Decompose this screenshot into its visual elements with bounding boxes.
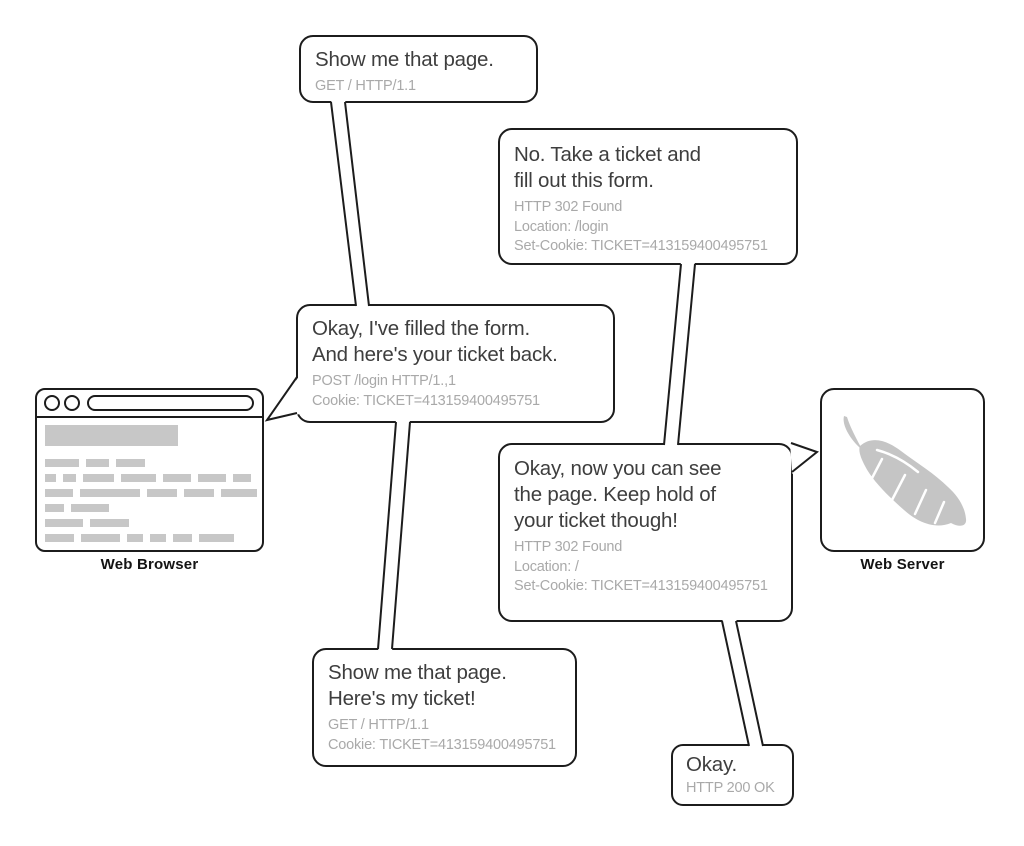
http-code-line: Cookie: TICKET=413159400495751 — [312, 392, 540, 409]
main-text-line: And here's your ticket back. — [312, 343, 558, 366]
server-box — [820, 388, 985, 552]
speech-bubble-redirect-login: No. Take a ticket and fill out this form… — [498, 128, 798, 265]
http-code-line: HTTP 302 Found — [514, 199, 623, 215]
http-code-line: Set-Cookie: TICKET=413159400495751 — [514, 578, 768, 594]
http-code-line: Cookie: TICKET=413159400495751 — [328, 736, 556, 753]
http-code-line: GET / HTTP/1.1 — [328, 717, 429, 733]
http-code-line: HTTP 200 OK — [686, 780, 775, 796]
browser-titlebar — [37, 390, 262, 418]
http-code-line: HTTP 302 Found — [514, 539, 623, 555]
main-text-line: fill out this form. — [514, 169, 654, 192]
speech-bubble-initial-get: Show me that page. GET / HTTP/1.1 — [299, 35, 538, 103]
main-text-line: Show me that page. — [328, 661, 507, 684]
browser-button-icon — [64, 395, 80, 411]
speech-bubble-post-form: Okay, I've filled the form. And here's y… — [296, 304, 615, 423]
main-text-line: Okay, now you can see — [514, 457, 722, 480]
browser-window-icon — [35, 388, 264, 552]
speech-bubble-ok-response: Okay. HTTP 200 OK — [671, 744, 794, 806]
connector-redirect-to-ok — [721, 618, 764, 749]
apache-feather-icon — [843, 416, 967, 526]
tail-to-server — [790, 442, 820, 474]
speech-bubble-get-with-ticket: Show me that page. Here's my ticket! GET… — [312, 648, 577, 767]
placeholder-heading-block — [45, 425, 178, 446]
main-text-line: Show me that page. — [315, 48, 494, 71]
http-code-line: Set-Cookie: TICKET=413159400495751 — [514, 238, 768, 254]
http-code-line: Location: /login — [514, 218, 609, 235]
main-text-line: your ticket though! — [514, 509, 678, 532]
main-text-line: Okay, I've filled the form. — [312, 317, 531, 340]
http-code-line: POST /login HTTP/1.,1 — [312, 373, 456, 389]
browser-button-icon — [44, 395, 60, 411]
main-text-line: Okay. — [686, 753, 738, 776]
connector-redirect-to-okay-see — [663, 261, 696, 448]
http-code-line: GET / HTTP/1.1 — [315, 78, 416, 94]
speech-bubble-redirect-home: Okay, now you can see the page. Keep hol… — [498, 443, 793, 622]
main-text-line: Here's my ticket! — [328, 687, 476, 710]
connector-post-to-get-ticket — [377, 419, 411, 652]
main-text-line: No. Take a ticket and — [514, 143, 701, 166]
address-bar-icon — [87, 395, 254, 411]
server-label: Web Server — [860, 556, 945, 573]
http-code-line: Location: / — [514, 558, 579, 575]
browser-label: Web Browser — [100, 556, 199, 573]
connector-get-to-post — [330, 99, 370, 309]
browser-page-content — [37, 418, 262, 542]
main-text-line: the page. Keep hold of — [514, 483, 716, 506]
